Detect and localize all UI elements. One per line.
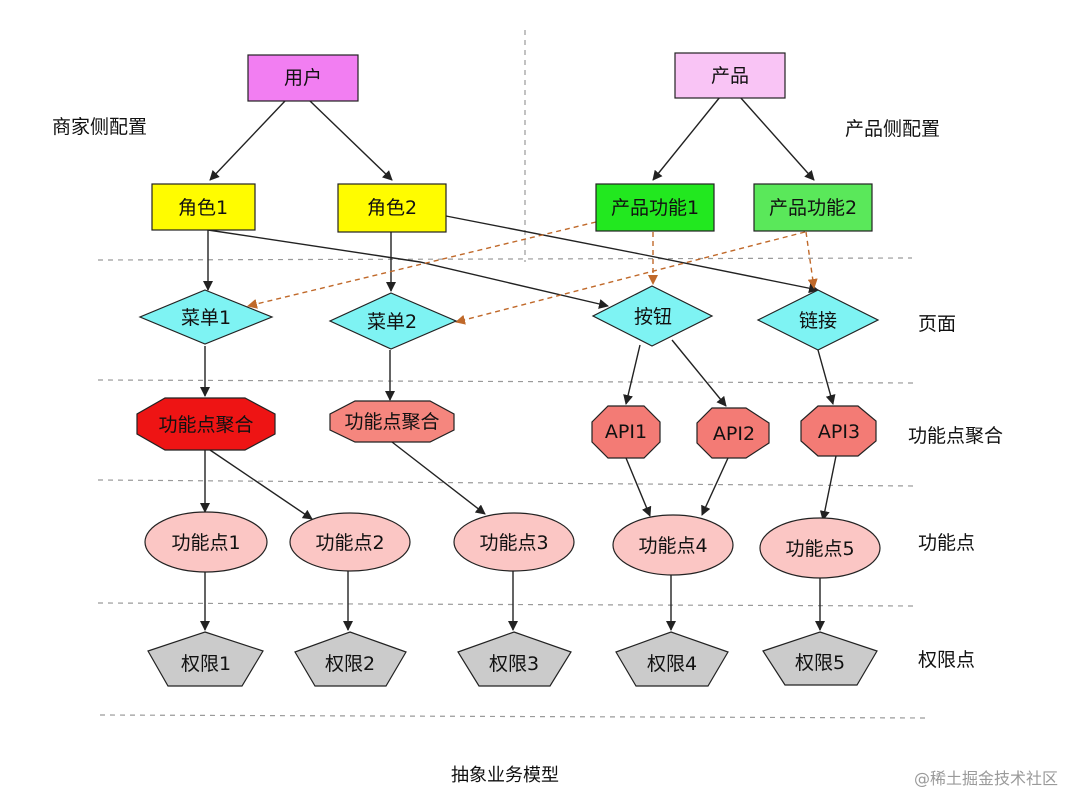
node-product: 产品 [674, 52, 786, 99]
edge-api1-fp4 [625, 457, 652, 517]
dashed-edges [247, 221, 818, 325]
node-button: 按钮 [591, 285, 714, 347]
node-menu1: 菜单1 [138, 289, 274, 345]
node-product-label: 产品 [711, 65, 749, 87]
node-fp2: 功能点2 [289, 512, 411, 572]
node-perm3-label: 权限3 [489, 653, 539, 675]
divider-roles-pages [97, 257, 913, 261]
node-fp4: 功能点4 [612, 514, 734, 576]
node-fp5-label: 功能点5 [785, 538, 854, 560]
node-agg1-label: 功能点聚合 [158, 414, 253, 436]
node-perm2: 权限2 [294, 631, 407, 687]
node-feature1-label: 产品功能1 [611, 197, 699, 219]
dash-feature2-menu2 [455, 231, 806, 325]
diagram-caption: 抽象业务模型 [451, 765, 559, 786]
solid-edges [200, 96, 837, 631]
edge-button-api1 [623, 344, 641, 405]
node-api3-label: API3 [818, 421, 860, 443]
product-config-label: 产品侧配置 [845, 118, 940, 140]
edge-button-api2 [671, 339, 727, 407]
divider-pages-aggregates [97, 379, 916, 384]
node-feature2-label: 产品功能2 [769, 197, 857, 219]
layer-label-page: 页面 [918, 313, 956, 335]
node-perm1-label: 权限1 [181, 653, 231, 675]
node-perm2-label: 权限2 [325, 653, 375, 675]
node-fp4-label: 功能点4 [638, 535, 707, 557]
node-perm1: 权限1 [147, 631, 264, 687]
edge-api3-fp5 [819, 455, 837, 521]
node-role1: 角色1 [151, 183, 256, 231]
node-perm3: 权限3 [457, 631, 572, 687]
edge-api2-fp4 [701, 457, 729, 516]
node-api1: API1 [591, 405, 661, 459]
edge-user-role1 [209, 100, 286, 181]
node-user-label: 用户 [284, 67, 322, 89]
node-menu1-label: 菜单1 [181, 307, 231, 329]
node-perm5-label: 权限5 [795, 652, 845, 674]
node-role2: 角色2 [337, 183, 447, 233]
node-api1-label: API1 [605, 421, 647, 443]
node-role2-label: 角色2 [367, 197, 417, 219]
edge-role1-button [207, 229, 609, 309]
layer-label-permission-point: 权限点 [918, 649, 975, 671]
edge-product-feature1 [652, 96, 721, 181]
dash-feature2-link [805, 231, 818, 289]
layer-label-function-aggregate: 功能点聚合 [908, 425, 1003, 447]
node-fp1-label: 功能点1 [171, 532, 240, 554]
node-menu2-label: 菜单2 [367, 311, 417, 333]
node-api2-label: API2 [713, 423, 755, 445]
node-fp5: 功能点5 [759, 517, 881, 579]
node-fp3: 功能点3 [453, 512, 575, 572]
dash-feature1-menu1 [247, 221, 597, 309]
node-perm4: 权限4 [615, 631, 729, 687]
node-feature1: 产品功能1 [595, 183, 715, 232]
edge-agg1-fp2 [209, 449, 313, 520]
node-perm5: 权限5 [762, 631, 878, 686]
node-menu2: 菜单2 [328, 292, 458, 350]
separators [97, 30, 929, 719]
node-agg1: 功能点聚合 [136, 397, 276, 451]
edge-role2-link [445, 215, 819, 294]
merchant-config-label: 商家侧配置 [52, 116, 147, 138]
watermark: @稀土掘金技术社区 [914, 769, 1058, 788]
node-feature2: 产品功能2 [753, 183, 873, 232]
divider-points-permissions [97, 602, 916, 607]
divider-aggregates-points [97, 479, 916, 487]
divider-bottom [99, 714, 929, 719]
node-api2: API2 [696, 407, 770, 459]
node-agg2-label: 功能点聚合 [344, 411, 439, 433]
edge-agg2-fp3 [391, 441, 486, 515]
node-user: 用户 [247, 54, 359, 102]
node-agg2: 功能点聚合 [329, 400, 455, 443]
node-fp2-label: 功能点2 [315, 532, 384, 554]
node-link-label: 链接 [799, 310, 837, 332]
edge-user-role2 [309, 100, 393, 181]
node-fp3-label: 功能点3 [479, 532, 548, 554]
node-api3: API3 [800, 405, 877, 457]
node-perm4-label: 权限4 [647, 653, 697, 675]
layer-label-function-point: 功能点 [918, 532, 975, 554]
node-button-label: 按钮 [634, 306, 672, 328]
node-link: 链接 [756, 289, 880, 351]
edge-product-feature2 [739, 96, 815, 181]
node-role1-label: 角色1 [178, 197, 228, 219]
node-fp1: 功能点1 [144, 511, 268, 573]
edge-link-api3 [817, 349, 836, 405]
